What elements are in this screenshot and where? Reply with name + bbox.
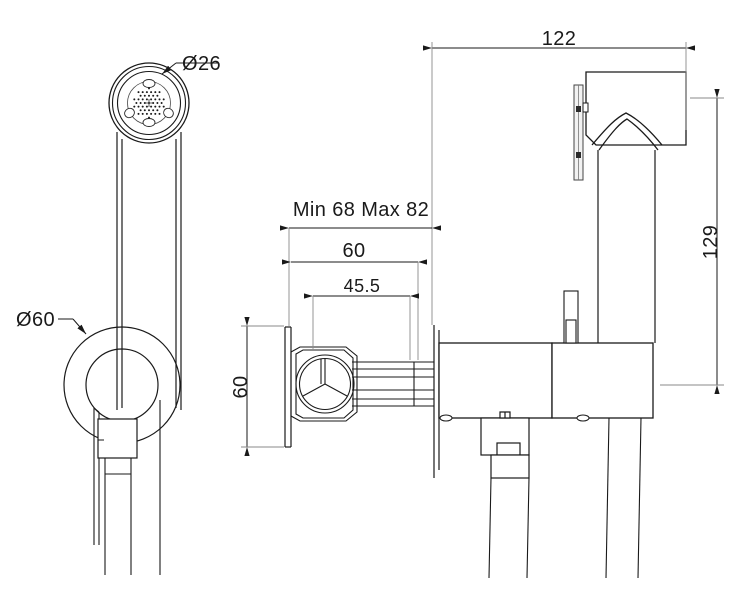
- spray-pad-bottom: [142, 118, 156, 127]
- dim-label-projection: 122: [542, 28, 577, 50]
- dim-outlet-range: [280, 225, 441, 326]
- outlet-connector-block: [97, 418, 138, 459]
- dim-inner-offset-455: [304, 293, 419, 360]
- supply-hoses: [488, 417, 642, 579]
- spray-handle-head: [585, 71, 687, 146]
- dim-label-inner-offset: 45.5: [344, 276, 381, 296]
- spray-pad-left: [124, 107, 135, 119]
- housing-fixing-studs: [439, 414, 590, 422]
- wall-mounting-flange: [284, 326, 292, 448]
- spray-pad-right: [163, 107, 174, 119]
- dim-label-plate-height: 60: [230, 375, 252, 398]
- dim-mid-offset-60: [282, 259, 427, 360]
- lower-connector-block: [480, 411, 530, 479]
- spray-handle-shaft: [597, 150, 656, 343]
- dim-wall-plate-diameter-leader: [58, 318, 87, 335]
- dim-label-mid-offset: 60: [342, 240, 365, 262]
- valve-horizontal-body: [352, 361, 434, 407]
- dimension-annotations: Ø26 Ø60 122 129 Min 68 Max 82 60 45.5 60: [16, 28, 724, 456]
- dim-label-spray-head-diameter: Ø26: [182, 53, 221, 75]
- spray-pad-top: [142, 79, 156, 88]
- dim-label-outlet-range: Min 68 Max 82: [293, 199, 429, 221]
- spray-handle-trigger-arc: [591, 112, 663, 151]
- outlet-hose-front: [104, 400, 161, 575]
- dim-plate-height-60: [241, 317, 284, 456]
- dim-label-wall-plate-diameter: Ø60: [16, 309, 55, 331]
- handle-hinge-pin: [582, 102, 589, 113]
- valve-housing-body: [438, 342, 654, 419]
- spray-head-centre-mark: [145, 99, 153, 107]
- handle-hinge-strip: [573, 84, 584, 181]
- dim-projection-122: [423, 42, 695, 325]
- dim-height-129: [660, 89, 724, 394]
- dim-spray-head-diameter-leader: [161, 62, 218, 75]
- front-view-spray-head: [63, 62, 190, 575]
- spray-nozzle-holes: [133, 87, 165, 119]
- dim-label-height: 129: [700, 225, 722, 260]
- spray-handle-body: [116, 132, 182, 410]
- wall-plane-line: [433, 325, 440, 478]
- side-view-valve-assembly: [284, 71, 687, 579]
- valve-body-section: [290, 346, 358, 422]
- valve-spindle: [563, 290, 579, 344]
